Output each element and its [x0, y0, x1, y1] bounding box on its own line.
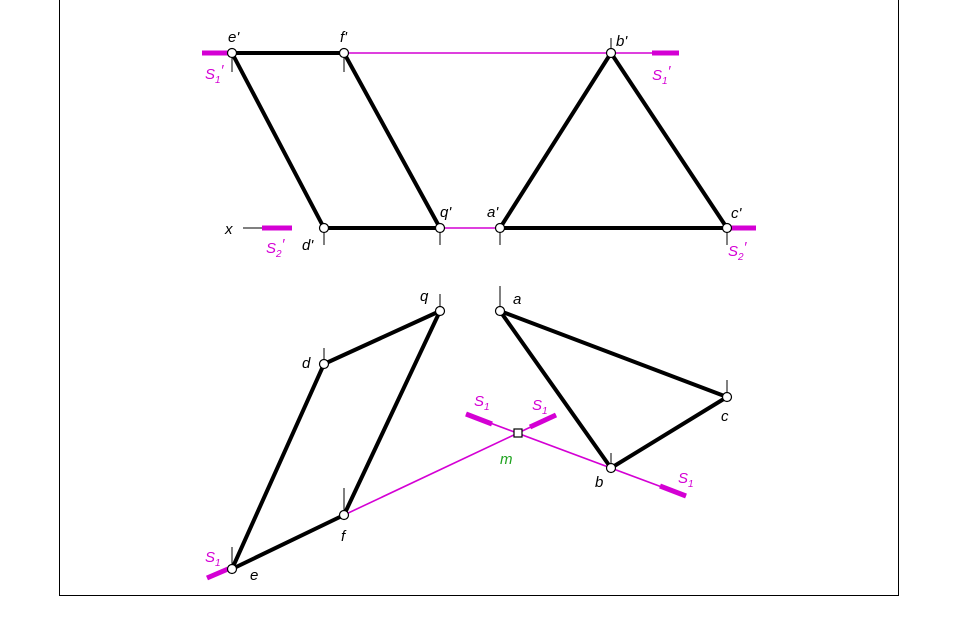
edge-e-f — [230, 513, 346, 571]
edge-b-c — [609, 395, 729, 470]
label-c: c — [721, 408, 729, 425]
label-d-prime: d' — [302, 237, 314, 254]
trace-s1-cross-bold — [528, 412, 558, 430]
point-d — [318, 358, 330, 370]
edge-b-prime-c-prime — [609, 51, 729, 230]
edge-f-prime-q-prime — [342, 51, 442, 230]
point-b-prime — [605, 47, 617, 59]
label-s1-right: S1 — [678, 470, 694, 490]
label-c-prime: c' — [731, 205, 743, 222]
point-c-prime — [721, 222, 733, 234]
point-e-prime — [226, 47, 238, 59]
label-s1-lower-left: S1 — [205, 549, 221, 569]
trace-s1-e-bold — [206, 566, 229, 581]
edge-d-e — [230, 362, 326, 571]
label-e: e — [250, 567, 258, 584]
label-d: d — [302, 355, 311, 372]
label-s2-prime-left: S2′ — [266, 236, 286, 260]
label-f: f — [341, 528, 347, 545]
label-s1-upper-left: S1 — [474, 393, 490, 413]
label-a: a — [513, 291, 521, 308]
label-b-prime: b' — [616, 33, 628, 50]
label-a-prime: a' — [487, 204, 499, 221]
drawing-frame — [59, 0, 899, 596]
edge-e-prime-d-prime — [230, 51, 326, 230]
label-s2-prime-right: S2′ — [728, 239, 748, 263]
point-b — [605, 462, 617, 474]
edge-q-d — [322, 309, 442, 366]
point-a — [494, 305, 506, 317]
label-m: m — [500, 451, 513, 468]
construction-f-m — [343, 432, 519, 516]
edge-a-b — [498, 309, 613, 470]
label-q-prime: q' — [440, 204, 452, 221]
point-e — [226, 563, 238, 575]
point-d-prime — [318, 222, 330, 234]
label-f-prime: f' — [340, 29, 348, 46]
edge-a-prime-b-prime — [498, 51, 613, 230]
trace-s1-right-bold — [659, 483, 687, 499]
point-f — [338, 509, 350, 521]
edge-q-f — [342, 309, 442, 517]
trace-s1-left-bold — [465, 411, 493, 427]
label-q: q — [420, 288, 429, 305]
label-x-axis: x — [224, 221, 233, 238]
point-c — [721, 391, 733, 403]
edge-a-c — [498, 309, 729, 399]
label-s1-prime-right: S1′ — [652, 63, 672, 87]
point-q — [434, 305, 446, 317]
point-q-prime — [434, 222, 446, 234]
point-f-prime — [338, 47, 350, 59]
label-s1-upper-right: S1 — [532, 397, 548, 417]
label-e-prime: e' — [228, 29, 240, 46]
label-b: b — [595, 474, 603, 491]
point-a-prime — [494, 222, 506, 234]
point-m — [513, 428, 523, 438]
label-s1-prime-left: S1′ — [205, 62, 225, 86]
trace-s1-line — [465, 413, 687, 497]
